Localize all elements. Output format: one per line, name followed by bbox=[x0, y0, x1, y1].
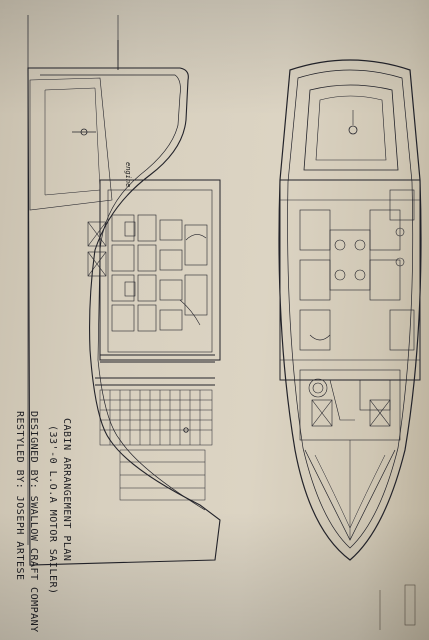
caption-subtitle: (33'-0 L.O.A MOTOR SAILER) bbox=[47, 425, 58, 595]
plan-view bbox=[278, 59, 422, 561]
caption-designer: DESIGNED BY: SWALLOW CRAFT COMPANY bbox=[28, 411, 39, 633]
caption-title: CABIN ARRANGEMENT PLAN bbox=[61, 418, 72, 562]
profile-view bbox=[27, 15, 221, 566]
caption-restyler: RESTYLED BY: JOSEPH ARTESE bbox=[14, 411, 25, 581]
engine-label: engine bbox=[124, 162, 132, 188]
